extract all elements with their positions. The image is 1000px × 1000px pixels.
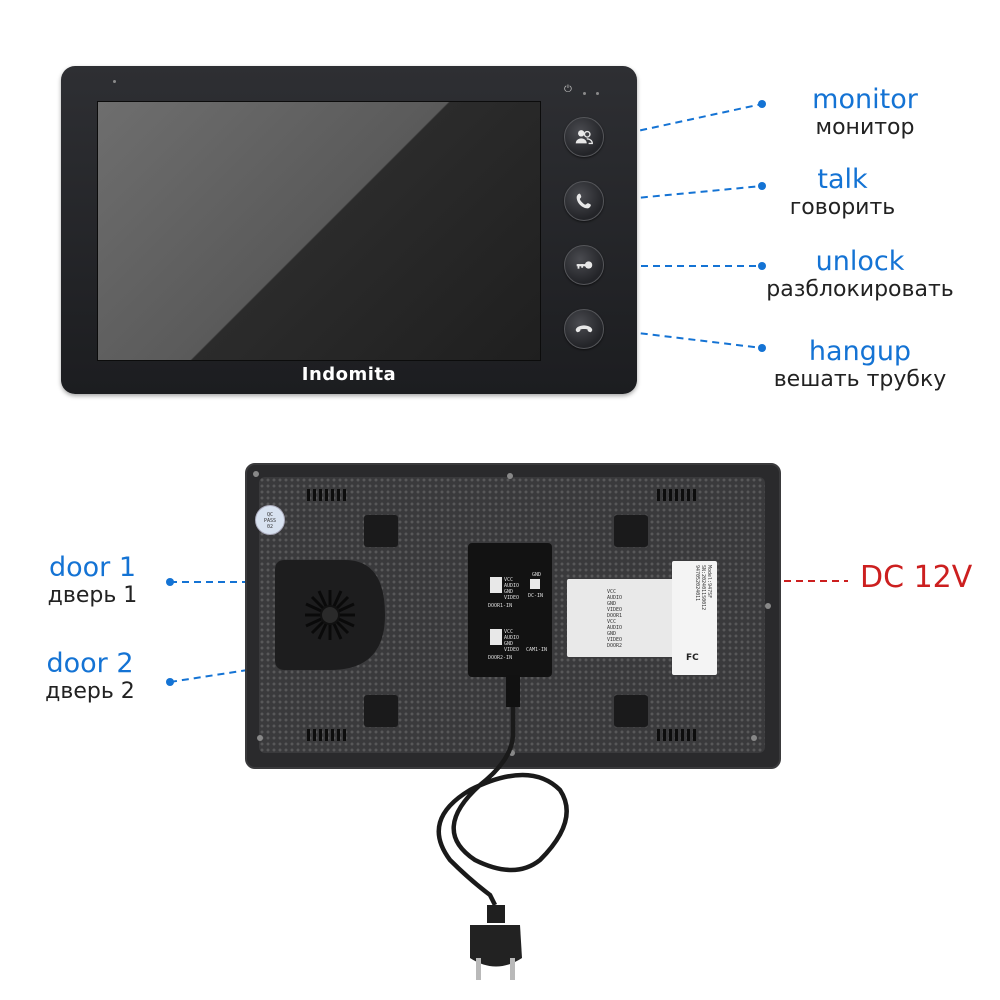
power-callout-label: DC 12V <box>860 560 973 595</box>
talk-label-ru: говорить <box>789 195 896 220</box>
vent <box>307 489 347 501</box>
screw <box>253 471 259 477</box>
door2-callout: door 2 дверь 2 <box>20 648 160 704</box>
display-screen <box>97 101 541 361</box>
users-icon <box>575 130 593 145</box>
door1-label-ru: дверь 1 <box>47 583 138 608</box>
mic-hole <box>113 80 116 83</box>
sticker-line: AUDIO <box>607 595 623 601</box>
hangup-label-ru: вешать трубку <box>773 367 947 392</box>
monitor-label-en: monitor <box>812 84 918 115</box>
sticker-line: AUDIO <box>607 625 623 631</box>
pin-label: VIDEO <box>504 647 520 653</box>
mount-hook <box>364 515 398 547</box>
pin-label: GND <box>504 641 514 647</box>
monitor-back: QC PASS 02 VCC AUDIO GND VIDEO DOOR1-IN … <box>245 463 781 769</box>
door2-connector <box>490 629 502 645</box>
monitor-front: ⏻ Indomita <box>61 66 637 394</box>
sticker-line: DOOR2 <box>607 643 623 649</box>
monitor-button[interactable] <box>564 117 604 157</box>
pin-label: VIDEO <box>504 595 520 601</box>
talk-label-en: talk <box>817 164 868 195</box>
mount-hook <box>614 515 648 547</box>
door1-pin-labels: VCC AUDIO GND VIDEO <box>504 577 519 601</box>
screw <box>509 750 515 756</box>
brand-logo: Indomita <box>301 364 397 385</box>
hangup-label-en: hangup <box>808 336 912 367</box>
pin-label: AUDIO <box>504 583 520 589</box>
fcc-mark: FC <box>686 653 699 663</box>
screw <box>765 603 771 609</box>
sticker-line: GND <box>607 631 617 637</box>
unlock-label-en: unlock <box>815 246 905 277</box>
sticker-line: VCC <box>607 619 617 625</box>
sticker-line: DOOR1 <box>607 613 623 619</box>
qc-line: QC <box>266 512 274 518</box>
unlock-callout: unlock разблокировать <box>735 246 985 302</box>
screw <box>507 473 513 479</box>
door2-label-ru: дверь 2 <box>45 679 135 704</box>
monitor-end-dot <box>758 100 766 108</box>
qc-line: 02 <box>266 524 274 530</box>
monitor-callout: monitor монитор <box>770 84 960 140</box>
sticker-lines: VCC AUDIO GND VIDEO DOOR1 VCC AUDIO GND … <box>607 589 622 649</box>
screw <box>257 735 263 741</box>
door2-pin-labels: VCC AUDIO GND VIDEO <box>504 629 519 653</box>
monitor-label-ru: монитор <box>815 115 915 140</box>
mount-hook <box>614 695 648 727</box>
wiring-sticker: VCC AUDIO GND VIDEO DOOR1 VCC AUDIO GND … <box>567 579 675 657</box>
vent <box>657 489 697 501</box>
door1-port-name: DOOR1-IN <box>488 603 513 609</box>
sticker-line: GND <box>607 601 617 607</box>
door2-port-name: DOOR2-IN <box>488 655 513 661</box>
speaker-grille <box>275 560 385 670</box>
sticker-line: VIDEO <box>607 607 623 613</box>
door2-label-en: door 2 <box>46 648 134 679</box>
vent <box>657 729 697 741</box>
phone-icon <box>576 193 591 209</box>
qc-line: PASS <box>263 518 277 524</box>
door1-label-en: door 1 <box>48 552 137 583</box>
door1-connector <box>490 577 502 593</box>
power-pin-label: GND <box>532 572 542 578</box>
pin-label: VCC <box>504 629 514 635</box>
qc-pass-badge: QC PASS 02 <box>255 505 285 535</box>
connector-panel: VCC AUDIO GND VIDEO DOOR1-IN GND DC-IN V… <box>468 543 552 677</box>
hangup-button[interactable] <box>564 309 604 349</box>
door1-callout: door 1 дверь 1 <box>25 552 160 608</box>
power-icon: ⏻ <box>564 84 572 95</box>
hangup-callout: hangup вешать трубку <box>745 336 975 392</box>
talk-callout: talk говорить <box>745 164 940 220</box>
cable-strain-relief <box>506 675 520 707</box>
unlock-label-ru: разблокировать <box>766 277 954 302</box>
talk-button[interactable] <box>564 181 604 221</box>
phone-hangup-icon <box>575 325 593 333</box>
vent <box>307 729 347 741</box>
unlock-button[interactable] <box>564 245 604 285</box>
key-icon <box>576 261 593 269</box>
indicator-led <box>583 92 586 95</box>
model-nameplate: Model:947SF SN:2024011S0012 947052024011… <box>672 561 717 675</box>
screw <box>751 735 757 741</box>
cam-port-name: CAM1-IN <box>526 647 548 653</box>
dc-in-port-name: DC-IN <box>528 593 544 599</box>
pin-label: AUDIO <box>504 635 520 641</box>
pin-label: GND <box>504 589 514 595</box>
mount-hook <box>364 695 398 727</box>
dc-in-connector <box>530 579 540 589</box>
pin-label: VCC <box>504 577 514 583</box>
sticker-line: VIDEO <box>607 637 623 643</box>
sticker-line: VCC <box>607 589 617 595</box>
eu-plug-icon <box>470 905 522 980</box>
indicator-led <box>596 92 599 95</box>
